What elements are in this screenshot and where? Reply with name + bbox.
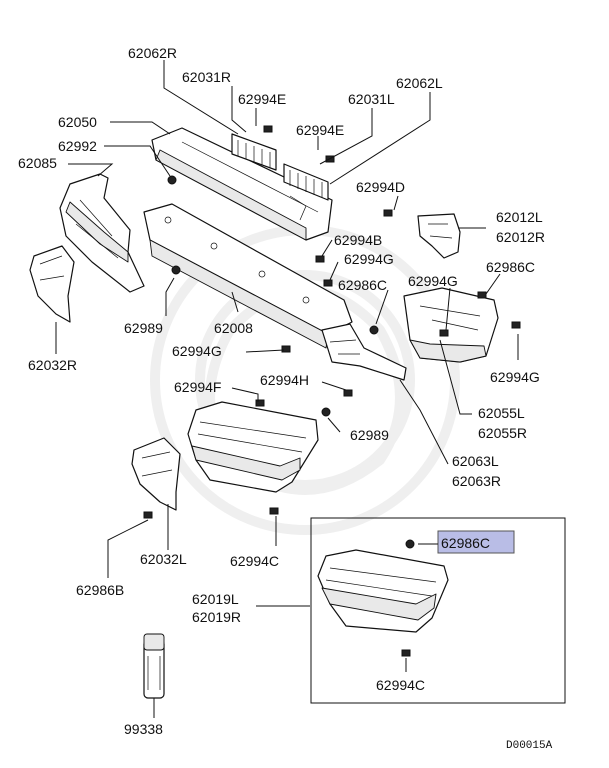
leader-lines — [55, 60, 519, 718]
label-62986B: 62986B — [76, 582, 124, 598]
label-62019L: 62019L — [192, 591, 239, 607]
part-labels: 62062R 62031R 62994E 62031L 62062L 62050… — [18, 45, 553, 752]
upper-cover-part — [151, 127, 333, 241]
fastener-parts — [143, 125, 521, 657]
label-62062L: 62062L — [396, 75, 443, 91]
left-end-cap-part — [59, 173, 145, 293]
label-62085: 62085 — [18, 155, 57, 171]
label-62032R: 62032R — [28, 357, 77, 373]
label-62989-a: 62989 — [124, 320, 163, 336]
label-62008: 62008 — [214, 320, 253, 336]
label-62032L: 62032L — [140, 551, 187, 567]
reinforcement-beam-part — [143, 203, 353, 349]
label-62994G-c: 62994G — [172, 343, 222, 359]
label-62986C-b: 62986C — [338, 277, 387, 293]
bumper-stay-part — [321, 323, 407, 381]
label-62055L: 62055L — [478, 405, 525, 421]
label-62986C-highlighted: 62986C — [441, 535, 490, 551]
label-62994C-b: 62994C — [376, 677, 425, 693]
label-62994G-a: 62994G — [344, 251, 394, 267]
bumper-corner-part — [317, 549, 449, 633]
label-62019R: 62019R — [192, 609, 241, 625]
label-62063R: 62063R — [452, 473, 501, 489]
label-62994F: 62994F — [174, 379, 221, 395]
label-62994H: 62994H — [260, 372, 309, 388]
bracket-strip-left — [283, 163, 329, 201]
label-62055R: 62055R — [478, 425, 527, 441]
label-62050: 62050 — [58, 114, 97, 130]
label-62012R: 62012R — [496, 229, 545, 245]
label-62031R: 62031R — [182, 69, 231, 85]
label-62989-b: 62989 — [350, 427, 389, 443]
label-62012L: 62012L — [496, 209, 543, 225]
label-99338: 99338 — [124, 721, 163, 737]
label-62994E-a: 62994E — [238, 91, 286, 107]
front-bumper-part — [187, 401, 319, 493]
label-62062R: 62062R — [128, 45, 177, 61]
bracket-strip-right — [231, 133, 277, 171]
label-62994E-b: 62994E — [296, 122, 344, 138]
diagram-code: D00015A — [506, 740, 553, 752]
label-62994C-a: 62994C — [230, 553, 279, 569]
small-bracket-part — [417, 213, 461, 259]
label-62994G-b: 62994G — [408, 273, 458, 289]
label-62994D: 62994D — [356, 179, 405, 195]
side-bracket-part — [403, 287, 499, 363]
label-62992: 62992 — [58, 138, 97, 154]
inset-frame — [310, 517, 566, 704]
highlight-box — [437, 530, 515, 554]
label-62063L: 62063L — [452, 453, 499, 469]
label-62994B: 62994B — [334, 232, 382, 248]
label-62986C-a: 62986C — [486, 259, 535, 275]
side-piece-left — [131, 437, 181, 511]
label-62031L: 62031L — [348, 91, 395, 107]
paint-pen-part — [143, 633, 165, 699]
label-62994G-d: 62994G — [490, 369, 540, 385]
side-piece-right — [29, 245, 75, 323]
